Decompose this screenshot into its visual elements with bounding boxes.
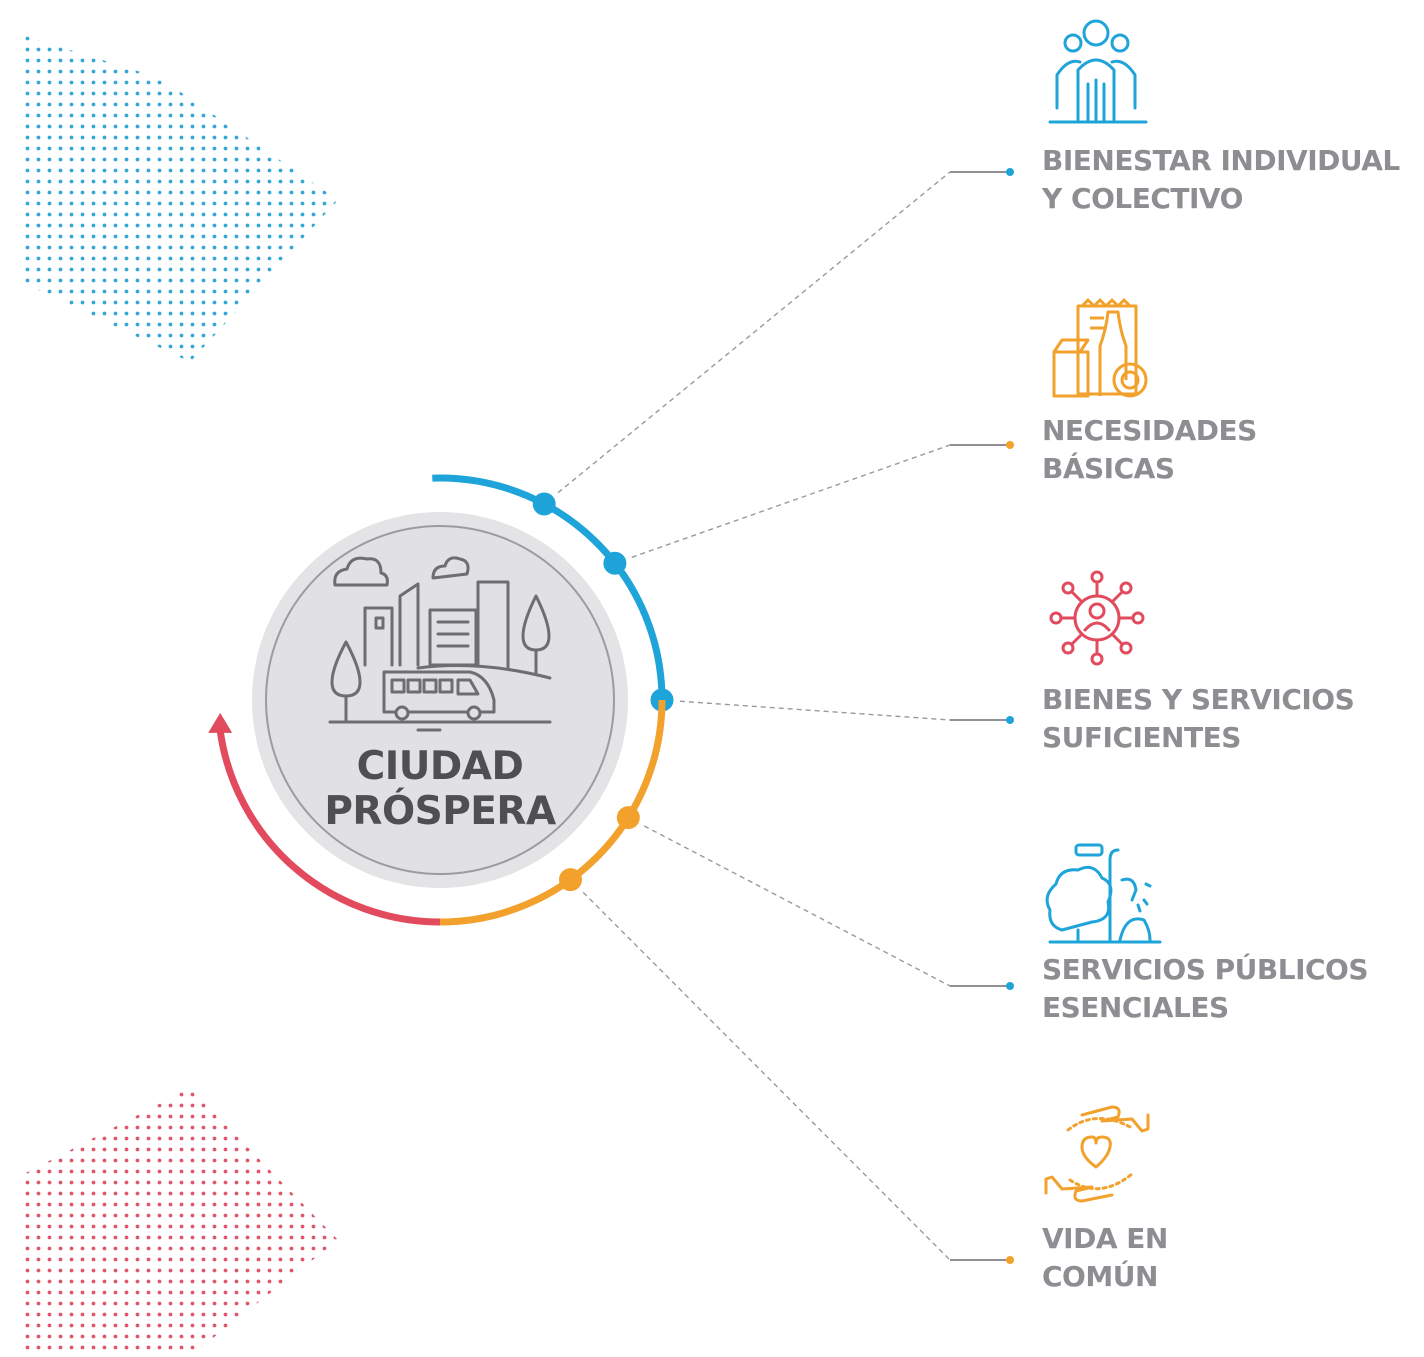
decorative-dots-blue <box>22 35 338 362</box>
item-label-necesidades: NECESIDADES BÁSICAS <box>1042 412 1257 488</box>
item-label-line1: SERVICIOS PÚBLICOS <box>1042 953 1369 986</box>
arrowhead-icon <box>208 712 233 733</box>
network-person-icon <box>1049 570 1145 666</box>
hands-heart-icon <box>1044 1105 1150 1203</box>
center-title-line1: CIUDAD <box>356 744 524 789</box>
item-label-bienes-servicios: BIENES Y SERVICIOS SUFICIENTES <box>1042 681 1355 757</box>
ring-arc-blue <box>432 474 666 701</box>
connector-end-dot <box>1006 1256 1014 1264</box>
item-label-line2: BÁSICAS <box>1042 452 1175 485</box>
item-label-line1: BIENESTAR INDIVIDUAL <box>1042 144 1400 177</box>
connector-end-dot <box>1006 168 1014 176</box>
city-skyline-with-bus-icon <box>328 556 552 732</box>
connector-lines <box>543 171 951 1261</box>
connector-dashed-line <box>543 171 951 505</box>
item-label-bienestar: BIENESTAR INDIVIDUAL Y COLECTIVO <box>1042 142 1400 218</box>
connector-dashed-line <box>627 816 951 987</box>
connector-dashed-line <box>661 699 951 721</box>
item-label-servicios-publicos: SERVICIOS PÚBLICOS ESENCIALES <box>1042 951 1369 1027</box>
center-title-line2: PRÓSPERA <box>324 789 556 834</box>
item-label-vida-en-comun: VIDA EN COMÚN <box>1042 1220 1168 1296</box>
ring-arcs <box>208 474 666 926</box>
item-label-line2: ESENCIALES <box>1042 991 1229 1024</box>
connector-end-dot <box>1006 716 1014 724</box>
ring-arc-orange <box>439 699 666 926</box>
people-group-icon <box>1048 19 1148 124</box>
item-label-line2: COMÚN <box>1042 1260 1158 1293</box>
item-label-line2: Y COLECTIVO <box>1042 182 1243 215</box>
public-services-icon <box>1045 843 1162 944</box>
item-label-line1: BIENES Y SERVICIOS <box>1042 683 1355 716</box>
item-label-line2: SUFICIENTES <box>1042 721 1241 754</box>
connector-dashed-line <box>614 444 951 564</box>
groceries-icon <box>1052 298 1148 398</box>
ring-arc-red <box>216 730 441 926</box>
decorative-dots-red <box>22 1088 338 1352</box>
connector-end-dot <box>1006 982 1014 990</box>
connector-end-dot <box>1006 441 1014 449</box>
connector-dashed-line <box>570 879 951 1261</box>
item-label-line1: NECESIDADES <box>1042 414 1257 447</box>
item-label-line1: VIDA EN <box>1042 1222 1168 1255</box>
